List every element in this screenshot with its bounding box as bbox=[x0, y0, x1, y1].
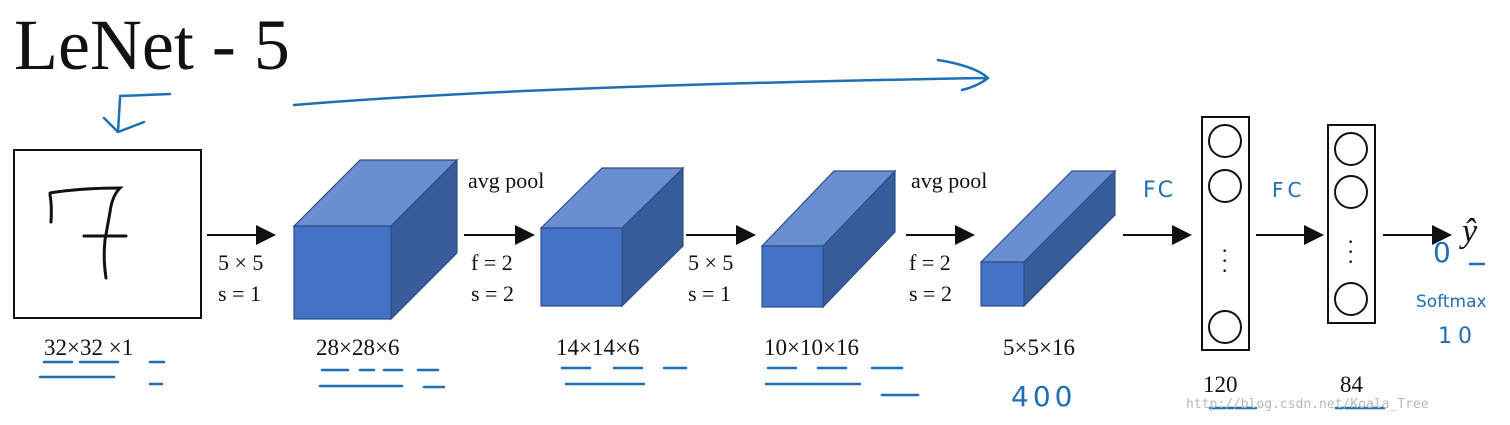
pool1-volume bbox=[539, 166, 685, 308]
fc1-ellipsis-icon: ··· bbox=[1221, 238, 1229, 283]
page-title: LeNet - 5 bbox=[14, 5, 290, 85]
hand-underline-input bbox=[38, 360, 166, 386]
op1-stride: s = 1 bbox=[218, 281, 261, 306]
fc2-layer bbox=[1327, 124, 1376, 324]
fc1-neuron bbox=[1208, 124, 1242, 158]
hand-input-mark bbox=[102, 92, 172, 134]
op2-filter: f = 2 bbox=[471, 250, 513, 275]
fc1-size: 120 bbox=[1203, 372, 1238, 397]
pool1-dims: 14×14×6 bbox=[556, 335, 640, 360]
hand-output-zero: 0 bbox=[1433, 236, 1451, 269]
op4-filter: f = 2 bbox=[909, 250, 951, 275]
conv1-volume bbox=[292, 158, 459, 321]
fc2-neuron bbox=[1334, 282, 1368, 316]
op1-filter: 5 × 5 bbox=[218, 250, 264, 275]
fc2-neuron bbox=[1334, 132, 1368, 166]
pool2-volume bbox=[979, 169, 1117, 308]
hand-long-arrow bbox=[292, 58, 990, 107]
hand-underline-conv2 bbox=[764, 366, 920, 397]
fc2-size: 84 bbox=[1340, 372, 1363, 397]
op2-top: avg pool bbox=[468, 168, 545, 193]
conv2-volume bbox=[760, 169, 897, 309]
hand-flatten-size: 400 bbox=[1011, 380, 1077, 413]
digit-seven-stroke bbox=[48, 186, 124, 280]
fc1-neuron bbox=[1208, 310, 1242, 344]
op3-stride: s = 1 bbox=[688, 281, 731, 306]
input-dims: 32×32 ×1 bbox=[44, 335, 134, 360]
watermark: http://blog.csdn.net/Koala_Tree bbox=[1186, 397, 1429, 412]
fc2-ellipsis-icon: ··· bbox=[1347, 229, 1355, 274]
fc1-neuron bbox=[1208, 169, 1242, 203]
op2-stride: s = 2 bbox=[471, 281, 514, 306]
conv2-dims: 10×10×16 bbox=[764, 335, 859, 360]
op4-top: avg pool bbox=[911, 168, 988, 193]
output-y-hat: ŷ bbox=[1462, 213, 1478, 250]
hand-underline-conv1 bbox=[318, 368, 446, 389]
hand-fc2-label: FC bbox=[1272, 178, 1306, 202]
hand-softmax: Softmax bbox=[1416, 292, 1487, 312]
op3-filter: 5 × 5 bbox=[688, 250, 734, 275]
conv1-dims: 28×28×6 bbox=[316, 335, 400, 360]
pool2-dims: 5×5×16 bbox=[1003, 335, 1075, 360]
fc2-neuron bbox=[1334, 175, 1368, 209]
hand-fc1-label: FC bbox=[1143, 178, 1176, 203]
fc1-layer bbox=[1201, 116, 1250, 351]
op4-stride: s = 2 bbox=[909, 281, 952, 306]
hand-underline-pool1 bbox=[560, 366, 688, 386]
hand-softmax-classes: 10 bbox=[1438, 324, 1478, 349]
